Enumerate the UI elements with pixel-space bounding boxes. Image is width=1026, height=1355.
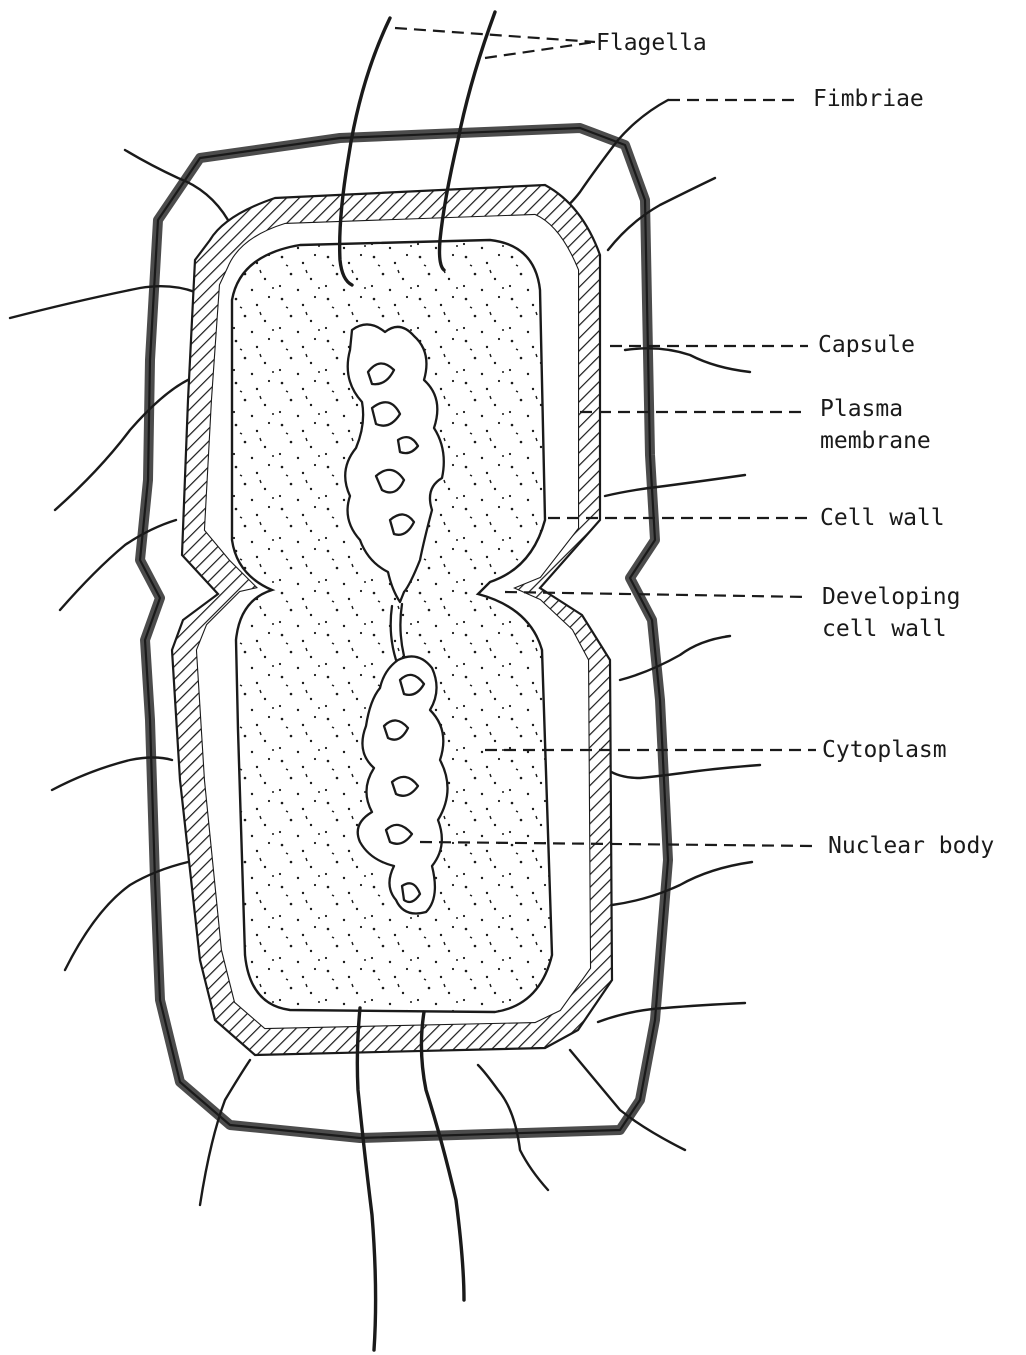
labels: Flagella Fimbriae Capsule Plasma membran…: [596, 30, 994, 859]
label-plasma-membrane-line2: membrane: [820, 428, 931, 454]
label-developing-cell-wall-line2: cell wall: [822, 616, 947, 642]
label-cytoplasm: Cytoplasm: [822, 737, 947, 763]
leader-flagella-2: [485, 42, 595, 58]
label-flagella: Flagella: [596, 30, 707, 56]
label-capsule: Capsule: [818, 332, 915, 358]
leader-flagella-1: [395, 28, 595, 42]
label-fimbriae: Fimbriae: [813, 86, 924, 112]
label-plasma-membrane-line1: Plasma: [820, 396, 903, 422]
label-cell-wall: Cell wall: [820, 505, 945, 531]
label-nuclear-body: Nuclear body: [828, 833, 994, 859]
label-developing-cell-wall-line1: Developing: [822, 584, 960, 610]
